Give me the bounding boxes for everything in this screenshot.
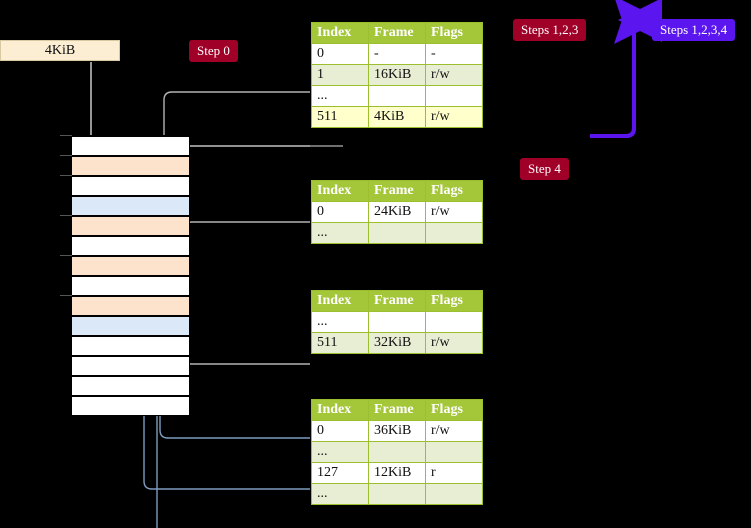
cell-flags: r/w — [425, 420, 483, 442]
memory-frame-9 — [72, 316, 189, 336]
frame-size-label: 4KiB — [44, 43, 76, 58]
column-header-index: Index — [311, 399, 369, 421]
table-row[interactable]: ... — [311, 441, 483, 463]
cell-frame: 12KiB — [368, 462, 426, 484]
column-header-index: Index — [311, 22, 369, 44]
cell-frame: 24KiB — [368, 201, 426, 223]
memory-frame-5 — [72, 236, 189, 256]
column-header-frame: Frame — [368, 399, 426, 421]
cell-frame — [368, 441, 426, 463]
badge-steps-1234-label: Steps 1,2,3,4 — [660, 22, 728, 37]
cell-index: 0 — [311, 43, 369, 65]
memory-frame-0 — [72, 136, 189, 156]
column-header-index: Index — [311, 180, 369, 202]
cell-index: ... — [311, 483, 369, 505]
cell-flags: r/w — [425, 106, 483, 128]
cell-frame — [368, 222, 426, 244]
memory-frame-12 — [72, 376, 189, 396]
cell-index: 1 — [311, 64, 369, 86]
memory-tick — [60, 255, 72, 256]
table-row[interactable]: ... — [311, 222, 483, 244]
cell-index: 511 — [311, 332, 369, 354]
column-header-frame: Frame — [368, 180, 426, 202]
memory-tick — [60, 155, 72, 156]
table-row[interactable]: ... — [311, 483, 483, 505]
table-row[interactable]: ... — [311, 85, 483, 107]
cell-flags: r — [425, 462, 483, 484]
column-header-flags: Flags — [425, 290, 483, 312]
memory-frame-7 — [72, 276, 189, 296]
cell-flags: r/w — [425, 332, 483, 354]
cell-flags — [425, 483, 483, 505]
badge-steps-1234: Steps 1,2,3,4 — [652, 19, 736, 41]
badge-step-4-label: Step 4 — [528, 161, 561, 176]
column-header-flags: Flags — [425, 22, 483, 44]
cell-frame: - — [368, 43, 426, 65]
cell-flags — [425, 222, 483, 244]
table-row[interactable]: ... — [311, 311, 483, 333]
badge-step-0: Step 0 — [189, 40, 238, 62]
frame-size-box: 4KiB — [0, 40, 120, 61]
cell-index: 511 — [311, 106, 369, 128]
memory-frame-11 — [72, 356, 189, 376]
cell-index: ... — [311, 311, 369, 333]
cell-frame — [368, 85, 426, 107]
cell-frame: 16KiB — [368, 64, 426, 86]
cell-index: ... — [311, 85, 369, 107]
memory-frame-1 — [72, 156, 189, 176]
memory-tick — [60, 135, 72, 136]
cell-frame — [368, 311, 426, 333]
cell-index: 0 — [311, 420, 369, 442]
physical-memory-column — [71, 135, 190, 416]
cell-flags: - — [425, 43, 483, 65]
memory-tick — [60, 215, 72, 216]
column-header-flags: Flags — [425, 180, 483, 202]
badge-step-0-label: Step 0 — [197, 43, 230, 58]
cell-frame: 32KiB — [368, 332, 426, 354]
cell-flags: r/w — [425, 64, 483, 86]
cell-flags — [425, 311, 483, 333]
column-header-frame: Frame — [368, 22, 426, 44]
cell-index: ... — [311, 441, 369, 463]
memory-tick — [60, 175, 72, 176]
cell-frame: 36KiB — [368, 420, 426, 442]
badge-steps-123: Steps 1,2,3 — [513, 19, 587, 41]
column-header-frame: Frame — [368, 290, 426, 312]
badge-step-4: Step 4 — [520, 158, 569, 180]
memory-frame-6 — [72, 256, 189, 276]
column-header-index: Index — [311, 290, 369, 312]
badge-steps-123-label: Steps 1,2,3 — [521, 22, 579, 37]
cell-frame: 4KiB — [368, 106, 426, 128]
memory-tick — [60, 295, 72, 296]
memory-frame-8 — [72, 296, 189, 316]
cell-index: 127 — [311, 462, 369, 484]
memory-frame-13 — [72, 396, 189, 416]
cell-flags: r/w — [425, 201, 483, 223]
memory-frame-10 — [72, 336, 189, 356]
memory-frame-3 — [72, 196, 189, 216]
table-row[interactable]: 0-- — [311, 43, 483, 65]
memory-frame-4 — [72, 216, 189, 236]
memory-frame-2 — [72, 176, 189, 196]
column-header-flags: Flags — [425, 399, 483, 421]
cell-flags — [425, 85, 483, 107]
cell-index: 0 — [311, 201, 369, 223]
cell-frame — [368, 483, 426, 505]
cell-flags — [425, 441, 483, 463]
cell-index: ... — [311, 222, 369, 244]
